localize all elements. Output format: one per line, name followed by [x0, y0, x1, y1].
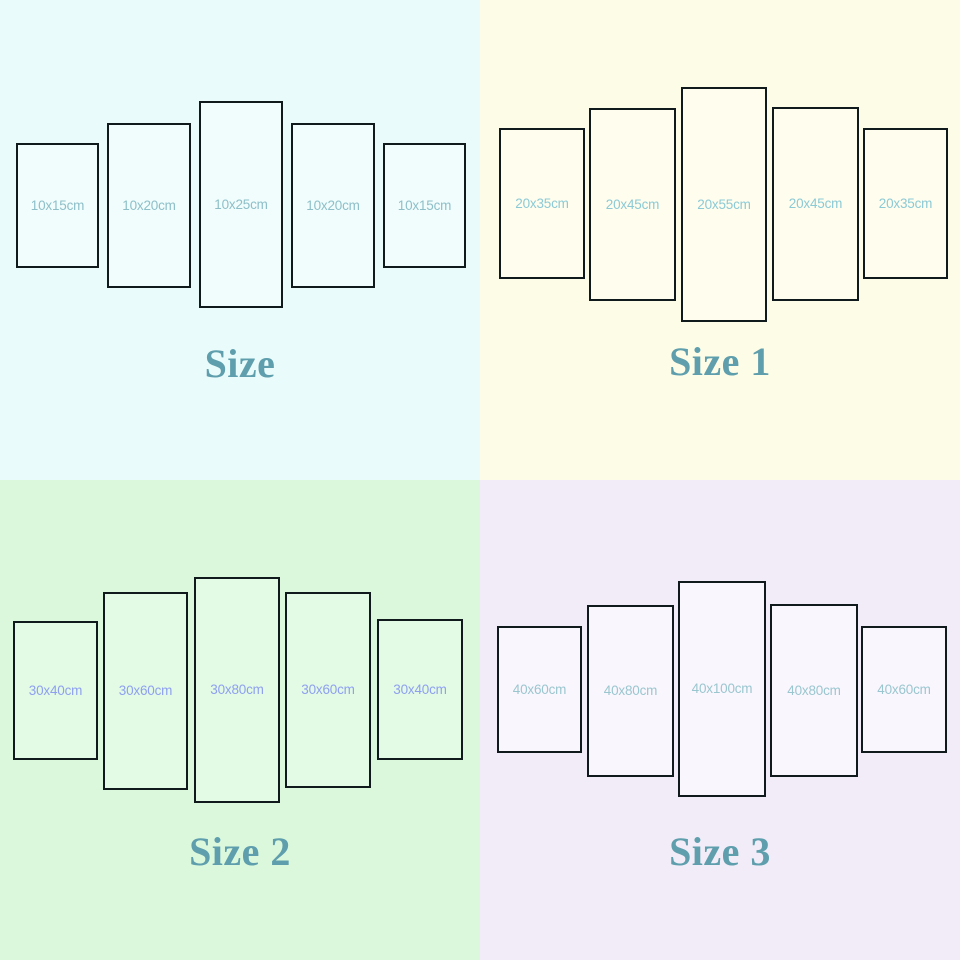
- frame-size-label: 10x15cm: [30, 197, 85, 213]
- frame-size-label: 30x80cm: [210, 682, 264, 698]
- frame-panel[interactable]: 30x60cm: [103, 592, 188, 790]
- frame-size-label: 40x80cm: [787, 682, 841, 698]
- frame-size-label: 40x60cm: [512, 681, 567, 697]
- size-group-size-3: 40x60cm 40x80cm 40x100cm 40x80cm 40x60cm…: [480, 480, 960, 960]
- size-group-title: Size 3: [669, 829, 771, 874]
- frame-panel[interactable]: 40x60cm: [497, 626, 582, 753]
- frame-panel[interactable]: 20x45cm: [772, 107, 859, 301]
- frame-panel[interactable]: 30x60cm: [285, 592, 371, 788]
- frame-size-label: 20x45cm: [605, 196, 660, 212]
- frame-panel[interactable]: 30x40cm: [13, 621, 98, 760]
- frame-panel[interactable]: 10x15cm: [16, 143, 99, 268]
- frame-panel[interactable]: 20x55cm: [681, 87, 767, 322]
- frame-panel[interactable]: 10x25cm: [199, 101, 283, 308]
- frame-size-label: 40x80cm: [603, 683, 658, 699]
- frame-size-label: 10x20cm: [122, 197, 176, 213]
- size-group-size-1: 20x35cm 20x45cm 20x55cm 20x45cm 20x35cm …: [480, 0, 960, 480]
- size-group-title: Size 2: [189, 829, 291, 874]
- frame-size-label: 30x40cm: [28, 682, 83, 698]
- frame-size-label: 20x55cm: [697, 196, 751, 212]
- frame-size-label: 30x60cm: [118, 683, 173, 699]
- frame-size-label: 10x25cm: [214, 196, 268, 212]
- frame-size-label: 10x20cm: [306, 197, 360, 213]
- frame-panel[interactable]: 20x45cm: [589, 108, 676, 301]
- frame-size-label: 40x100cm: [691, 681, 753, 697]
- frame-panel[interactable]: 40x100cm: [678, 581, 766, 797]
- size-group-title: Size 1: [669, 339, 771, 384]
- frame-panel[interactable]: 10x15cm: [383, 143, 466, 268]
- frame-size-label: 30x60cm: [301, 682, 355, 698]
- frame-panel[interactable]: 40x80cm: [587, 605, 674, 777]
- frame-size-label: 40x60cm: [877, 681, 931, 697]
- size-group-size-2: 30x40cm 30x60cm 30x80cm 30x60cm 30x40cm …: [0, 480, 480, 960]
- frame-size-label: 20x45cm: [788, 196, 843, 212]
- frame-size-label: 20x35cm: [878, 195, 933, 211]
- frame-panel[interactable]: 30x40cm: [377, 619, 463, 760]
- frame-size-label: 10x15cm: [397, 197, 452, 213]
- frame-panel[interactable]: 10x20cm: [291, 123, 375, 288]
- size-group-size: 10x15cm 10x20cm 10x25cm 10x20cm 10x15cm …: [0, 0, 480, 480]
- frame-size-label: 20x35cm: [515, 195, 569, 211]
- frame-panel[interactable]: 40x60cm: [861, 626, 947, 753]
- size-group-title: Size: [204, 341, 276, 386]
- frame-panel[interactable]: 10x20cm: [107, 123, 191, 288]
- frame-panel[interactable]: 30x80cm: [194, 577, 280, 803]
- frame-panel[interactable]: 20x35cm: [863, 128, 948, 279]
- frame-size-label: 30x40cm: [393, 681, 447, 697]
- frame-panel[interactable]: 20x35cm: [499, 128, 585, 279]
- frame-panel[interactable]: 40x80cm: [770, 604, 858, 777]
